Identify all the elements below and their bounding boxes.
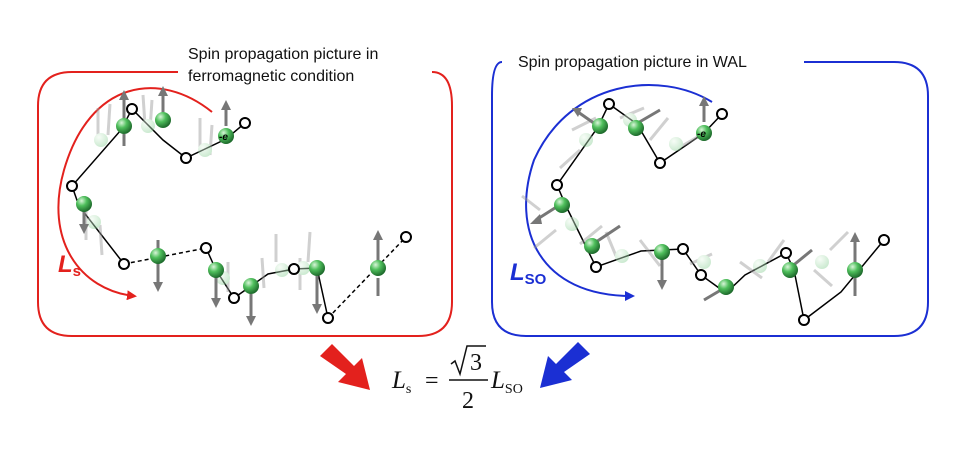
right-spin-sphere <box>782 262 798 278</box>
left-caption-line2: ferromagnetic condition <box>188 68 354 85</box>
left-electron-path <box>71 107 407 319</box>
left-spin-sphere <box>116 118 132 134</box>
equation-numerator: 3 <box>470 350 482 376</box>
left-panel: Spin propagation picture in ferromagneti… <box>37 46 453 337</box>
left-spin-sphere <box>243 278 259 294</box>
right-spin-sphere <box>554 197 570 213</box>
right-ghost-spins <box>521 106 850 288</box>
right-path-nodes <box>551 98 890 326</box>
left-length-label: Ls <box>58 251 81 280</box>
left-spins: -e <box>76 86 386 326</box>
right-spin-sphere <box>628 120 644 136</box>
red-convergence-arrow <box>320 344 370 390</box>
left-spin-sphere <box>370 260 386 276</box>
right-spin-sphere <box>592 118 608 134</box>
sqrt-sign <box>450 345 486 377</box>
left-propagation-arrow <box>57 87 213 301</box>
left-spin-sphere <box>309 260 325 276</box>
left-caption-line1: Spin propagation picture in <box>188 46 378 63</box>
left-spin-sphere <box>208 262 224 278</box>
right-electron-label: -e <box>697 129 706 140</box>
equation-lhs: Ls <box>391 367 411 397</box>
left-ghost-spins <box>84 94 312 292</box>
left-panel-frame <box>37 71 453 337</box>
right-panel: Spin propagation picture in WAL <box>491 54 929 337</box>
right-spins: -e <box>530 96 863 302</box>
right-length-label: LSO <box>510 259 547 288</box>
left-spin-sphere <box>155 112 171 128</box>
right-electron-sphere <box>696 125 712 141</box>
blue-convergence-arrow <box>540 342 590 388</box>
right-caption: Spin propagation picture in WAL <box>518 54 747 71</box>
right-panel-frame <box>491 61 929 337</box>
right-propagation-arrow <box>525 84 713 301</box>
left-spin-sphere <box>76 196 92 212</box>
right-spin-sphere <box>654 244 670 260</box>
left-spin-sphere <box>150 248 166 264</box>
right-spin-sphere <box>847 262 863 278</box>
equation-denominator: 2 <box>462 388 474 414</box>
right-spin-sphere <box>584 238 600 254</box>
right-spin-sphere <box>718 279 734 295</box>
left-electron-label: -e <box>219 132 228 143</box>
left-electron-sphere <box>218 128 234 144</box>
equation: Ls = 3 2 LSO <box>391 345 523 414</box>
equation-rhs: LSO <box>490 367 523 397</box>
equation-equals: = <box>425 368 439 394</box>
left-path-nodes <box>66 103 412 324</box>
